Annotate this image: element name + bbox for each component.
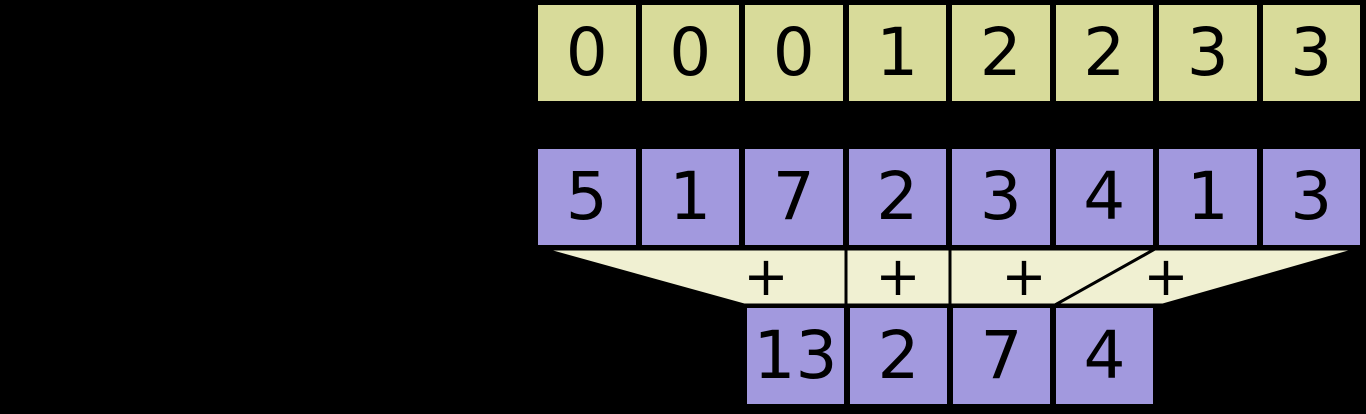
keys-cell: 1 xyxy=(845,2,949,104)
results-row: 13 2 7 4 xyxy=(744,305,1156,407)
keys-cell: 3 xyxy=(1156,2,1260,104)
keys-cell: 0 xyxy=(742,2,846,104)
keys-row: 0 0 0 1 2 2 3 3 xyxy=(535,2,1363,104)
result-cell: 7 xyxy=(950,305,1053,407)
result-cell: 2 xyxy=(847,305,950,407)
funnel-segment-4 xyxy=(1049,247,1360,307)
result-cell: 13 xyxy=(744,305,847,407)
values-cell: 2 xyxy=(845,146,949,248)
values-cell: 4 xyxy=(1052,146,1156,248)
values-cell: 7 xyxy=(742,146,846,248)
values-cell: 3 xyxy=(949,146,1053,248)
keys-cell: 2 xyxy=(1052,2,1156,104)
plus-operator: + xyxy=(875,245,921,308)
values-cell: 5 xyxy=(535,146,639,248)
values-cell: 1 xyxy=(638,146,742,248)
funnel-segment-1 xyxy=(541,247,848,307)
keys-cell: 2 xyxy=(949,2,1053,104)
plus-operator: + xyxy=(1143,245,1189,308)
keys-cell: 0 xyxy=(638,2,742,104)
plus-operator: + xyxy=(743,245,789,308)
values-cell: 1 xyxy=(1156,146,1260,248)
values-cell: 3 xyxy=(1259,146,1363,248)
plus-operator: + xyxy=(1001,245,1047,308)
keys-cell: 3 xyxy=(1259,2,1363,104)
values-row: 5 1 7 2 3 4 1 3 xyxy=(535,146,1363,248)
result-cell: 4 xyxy=(1053,305,1156,407)
keys-cell: 0 xyxy=(535,2,639,104)
